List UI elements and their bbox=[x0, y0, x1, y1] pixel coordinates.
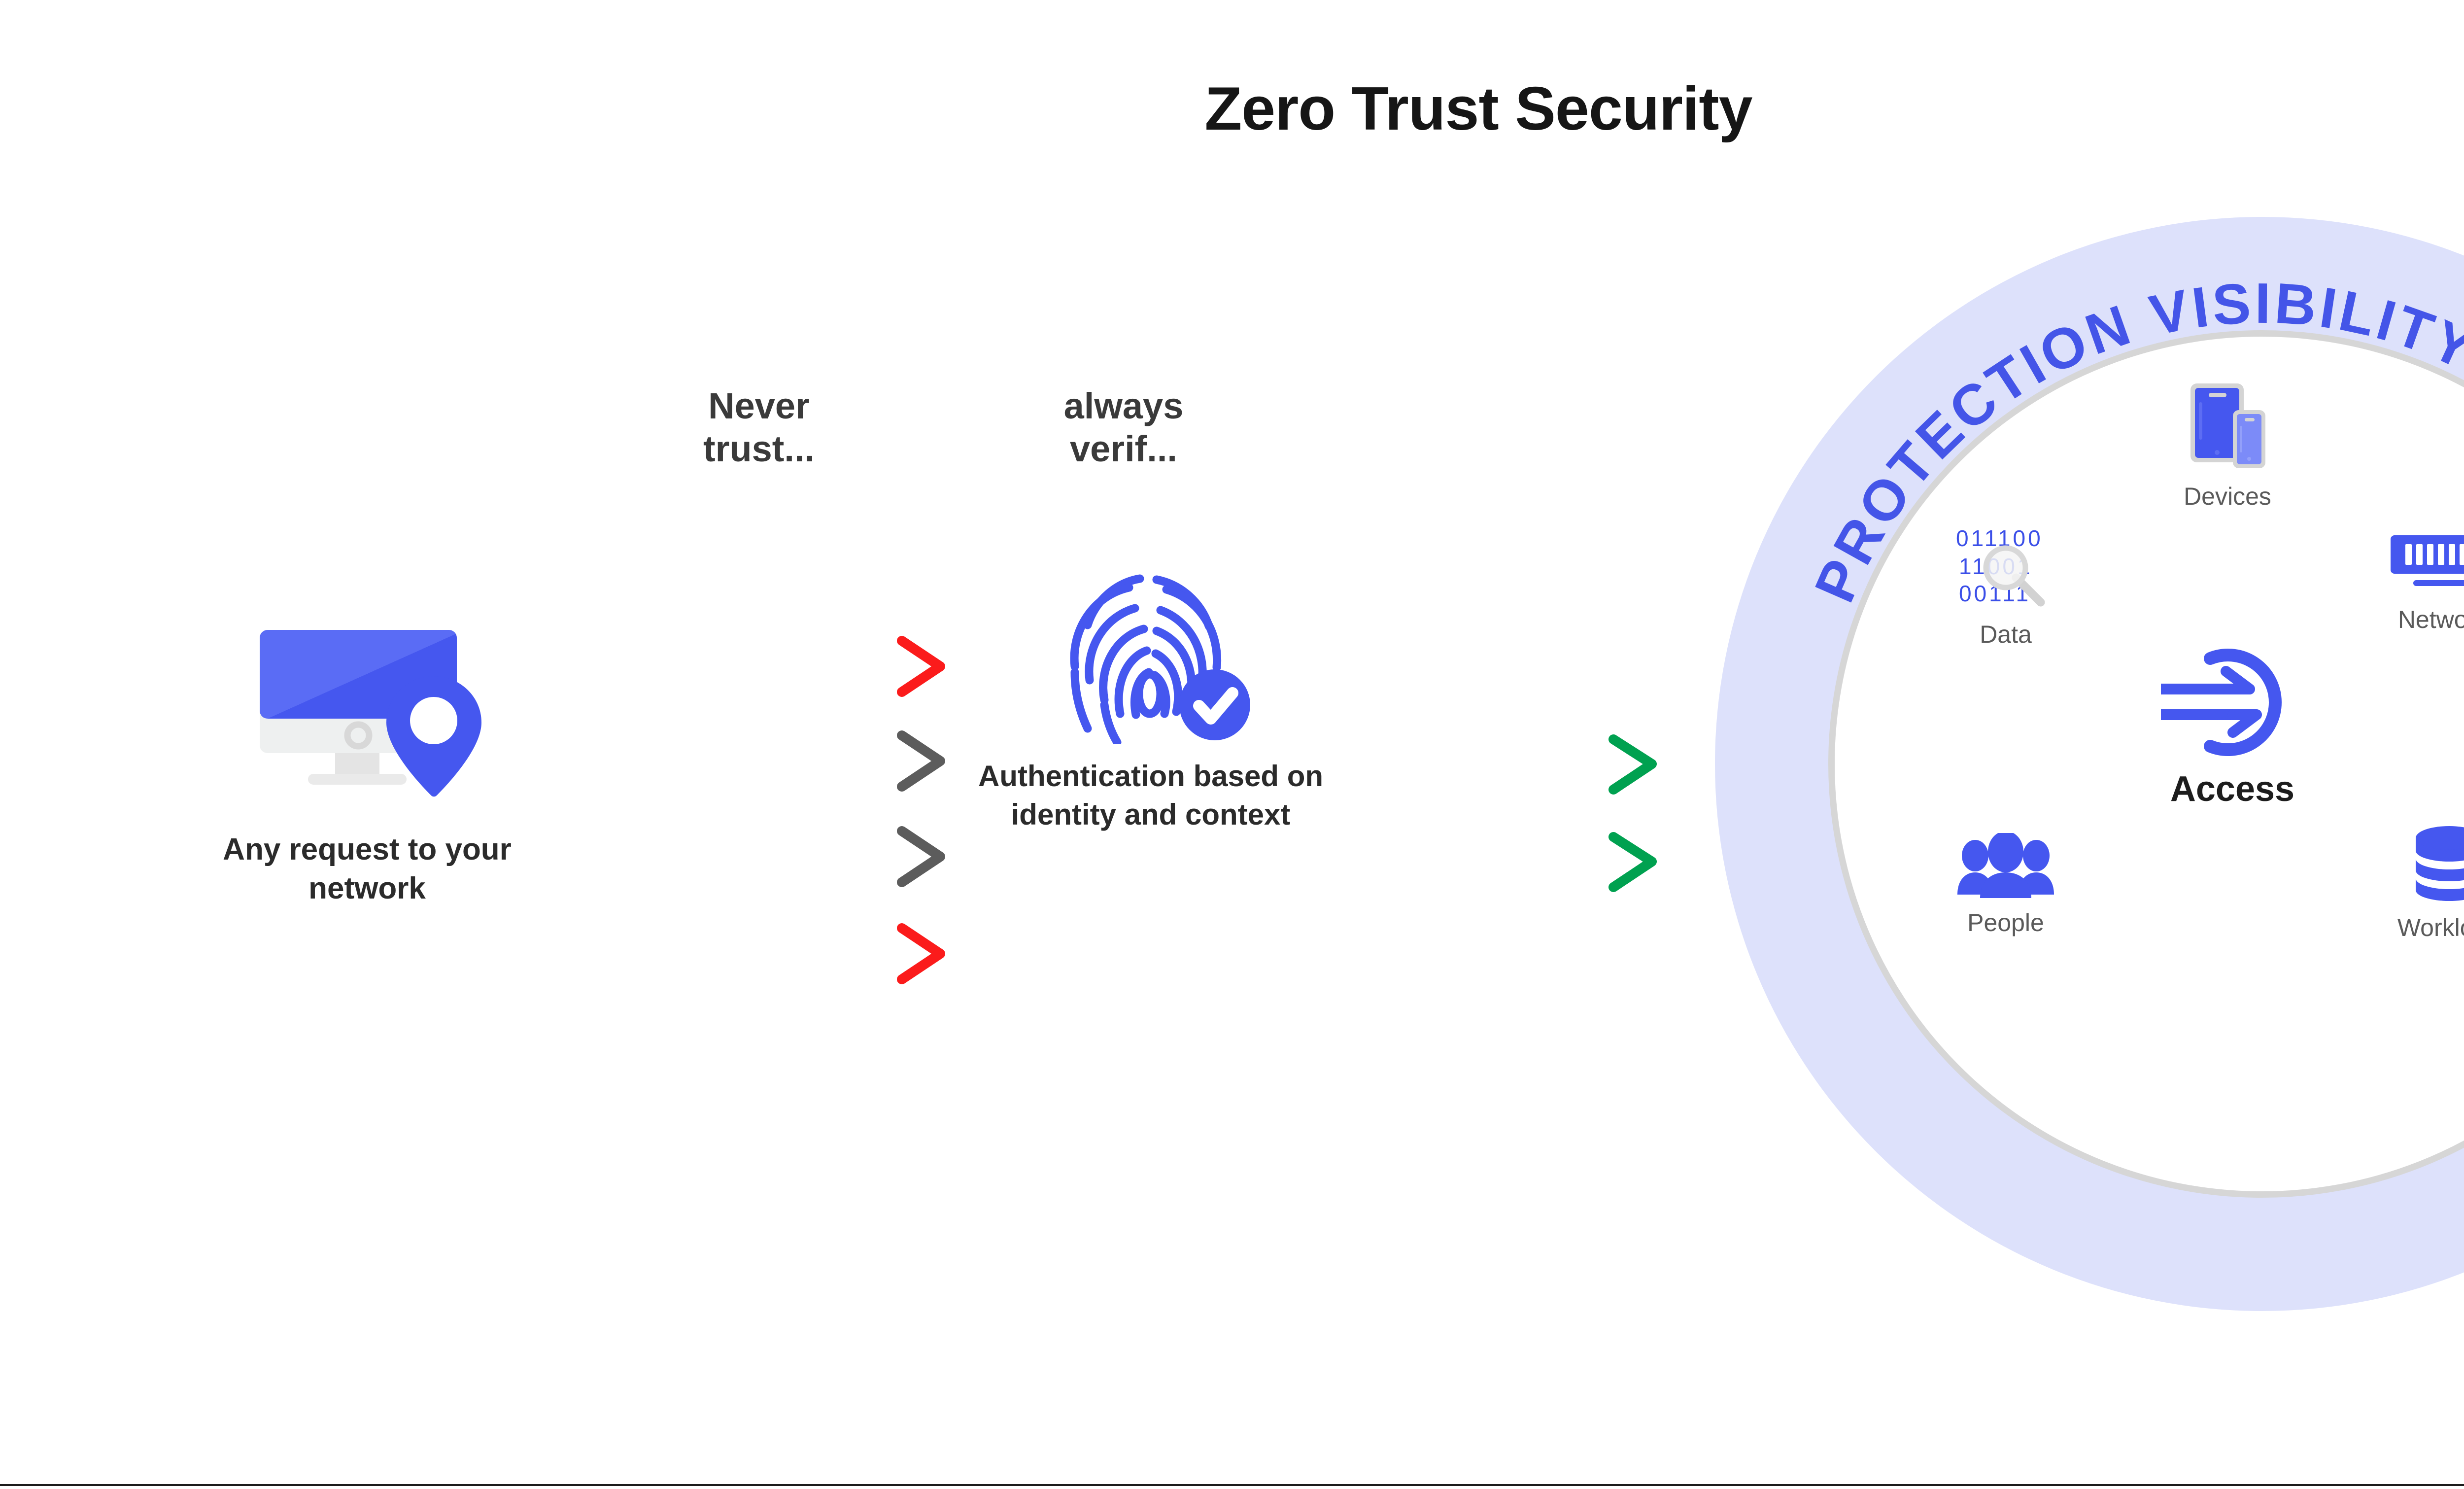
ring-item-networks: Networks bbox=[2365, 532, 2464, 634]
people-group-icon bbox=[1927, 833, 2085, 900]
ring-item-label: Devices bbox=[2184, 483, 2271, 510]
arrow-gray-1 bbox=[660, 730, 945, 792]
ring-item-label: Networks bbox=[2397, 606, 2464, 633]
ring-banner-text: PROTECTION VISIBILITY CONTROL bbox=[1802, 271, 2464, 611]
request-node-caption: Any request to your network bbox=[223, 832, 512, 906]
arrow-green-1 bbox=[1384, 734, 1657, 795]
label-always-verify: always verif... bbox=[1063, 385, 1184, 470]
ring-center-access: Access bbox=[2139, 641, 2326, 809]
request-node: Any request to your network bbox=[187, 621, 547, 908]
workload-database-icon bbox=[2365, 823, 2464, 904]
arrow-red-2 bbox=[660, 923, 945, 984]
monitor-location-icon bbox=[187, 621, 547, 813]
ring-item-devices: Devices bbox=[2149, 380, 2306, 511]
zero-trust-ring-diagram: PROTECTION VISIBILITY CONTROL bbox=[1715, 217, 2464, 1311]
arrow-red-1 bbox=[660, 636, 945, 697]
ring-item-workload: Workload bbox=[2365, 823, 2464, 942]
ring-item-people: People bbox=[1927, 833, 2085, 937]
bottom-divider bbox=[0, 1484, 2464, 1486]
authentication-node-caption: Authentication based on identity and con… bbox=[978, 760, 1324, 831]
ring-item-label: People bbox=[1967, 909, 2044, 936]
access-login-icon bbox=[2139, 641, 2326, 764]
label-never-trust: Never trust... bbox=[703, 385, 815, 470]
ring-item-label: Workload bbox=[2397, 914, 2464, 941]
authentication-node: Authentication based on identity and con… bbox=[968, 557, 1333, 834]
ring-item-data: 011100 11001 00111 Data bbox=[1927, 522, 2085, 649]
page-title: Zero Trust Security bbox=[1204, 75, 1752, 143]
fingerprint-verified-icon bbox=[968, 557, 1333, 744]
networks-server-icon bbox=[2365, 532, 2464, 596]
untrusted-arrows-group bbox=[655, 631, 961, 988]
devices-icon bbox=[2149, 380, 2306, 473]
ring-banner-text-svg: PROTECTION VISIBILITY CONTROL bbox=[1802, 271, 2464, 611]
ring-item-label: Data bbox=[1980, 621, 2032, 648]
arrow-green-2 bbox=[1384, 832, 1657, 892]
data-binary-magnifier-icon: 011100 11001 00111 bbox=[1927, 522, 2085, 611]
access-label: Access bbox=[2170, 769, 2295, 809]
arrow-gray-2 bbox=[660, 826, 945, 887]
verified-arrows-group bbox=[1380, 729, 1671, 895]
